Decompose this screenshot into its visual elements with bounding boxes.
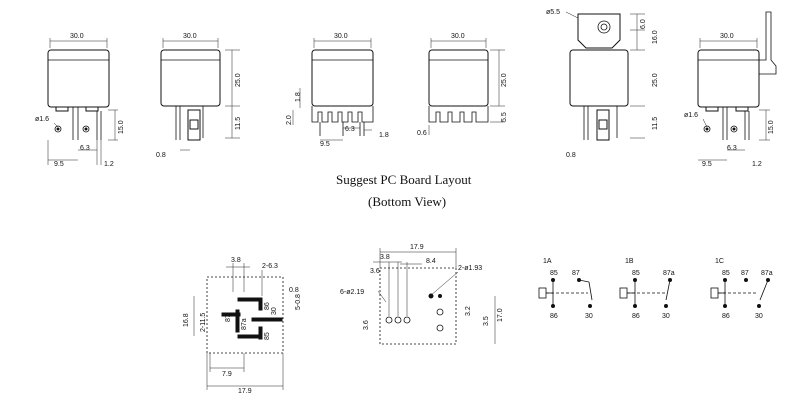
svg-text:15.0: 15.0 — [768, 120, 775, 134]
svg-text:87: 87 — [741, 270, 749, 277]
svg-text:1C: 1C — [715, 258, 724, 265]
svg-text:86: 86 — [632, 313, 640, 320]
svg-text:9.5: 9.5 — [702, 161, 712, 168]
svg-text:2-6.3: 2-6.3 — [262, 263, 278, 270]
svg-text:87: 87 — [572, 270, 580, 277]
view-side-2: 30.0 25.0 11.5 0.8 — [156, 33, 242, 159]
svg-text:11.5: 11.5 — [235, 117, 242, 130]
svg-text:0.8: 0.8 — [156, 152, 166, 159]
schematic-1c: 1C 85 87 87a 86 30 — [710, 258, 773, 320]
svg-text:30: 30 — [585, 313, 593, 320]
svg-text:6.3: 6.3 — [80, 145, 90, 152]
svg-text:30.0: 30.0 — [70, 33, 84, 40]
svg-text:0.8: 0.8 — [289, 287, 299, 294]
svg-text:7.9: 7.9 — [222, 371, 232, 378]
svg-text:87a: 87a — [761, 270, 773, 277]
svg-text:6-ø2.19: 6-ø2.19 — [340, 289, 364, 296]
svg-text:3.8: 3.8 — [380, 254, 390, 261]
svg-text:3.6: 3.6 — [370, 268, 380, 275]
svg-text:15.0: 15.0 — [118, 120, 125, 134]
svg-text:17.9: 17.9 — [410, 244, 424, 251]
svg-text:16.0: 16.0 — [652, 30, 659, 44]
svg-text:85: 85 — [632, 270, 640, 277]
schematic-1b: 1B 85 87a 86 30 — [619, 258, 675, 320]
svg-text:86: 86 — [550, 313, 558, 320]
svg-text:30.0: 30.0 — [183, 33, 197, 40]
svg-text:3.5: 3.5 — [483, 316, 490, 326]
svg-text:0.8: 0.8 — [566, 152, 576, 159]
svg-text:30.0: 30.0 — [451, 33, 465, 40]
svg-text:0.6: 0.6 — [417, 130, 427, 137]
svg-text:1.2: 1.2 — [752, 161, 762, 168]
view-front-6: 30.0 ø1.6 15.0 9.5 6.3 1.2 — [684, 11, 777, 168]
svg-text:6.3: 6.3 — [727, 145, 737, 152]
svg-text:3.6: 3.6 — [363, 320, 370, 330]
svg-text:5-0.8: 5-0.8 — [295, 294, 302, 310]
svg-text:30: 30 — [755, 313, 763, 320]
svg-text:17.0: 17.0 — [497, 308, 504, 322]
schematic-1a: 1A 85 87 86 30 — [538, 258, 593, 320]
svg-text:30.0: 30.0 — [334, 33, 348, 40]
svg-text:30: 30 — [662, 313, 670, 320]
svg-text:25.0: 25.0 — [235, 73, 242, 87]
svg-text:9.5: 9.5 — [320, 141, 330, 148]
svg-text:3.2: 3.2 — [465, 306, 472, 316]
svg-text:25.0: 25.0 — [501, 73, 508, 87]
svg-text:86: 86 — [264, 302, 271, 310]
svg-text:30.0: 30.0 — [720, 33, 734, 40]
layout-title: Suggest PC Board Layout — [336, 172, 472, 187]
svg-text:87a: 87a — [241, 318, 248, 330]
svg-text:2-11.5: 2-11.5 — [200, 313, 207, 332]
pcb-layout-blades: 3.8 2-6.3 0.8 5-0.8 16.8 2-11.5 87 87a 8… — [183, 257, 302, 395]
svg-text:ø1.6: ø1.6 — [684, 112, 698, 119]
svg-text:25.0: 25.0 — [652, 73, 659, 87]
svg-text:86: 86 — [722, 313, 730, 320]
svg-text:8.4: 8.4 — [426, 258, 436, 265]
svg-text:9.5: 9.5 — [54, 161, 64, 168]
svg-text:6.3: 6.3 — [345, 126, 355, 133]
svg-text:87: 87 — [225, 314, 232, 322]
svg-text:1A: 1A — [543, 258, 552, 265]
view-side-4: 30.0 25.0 5.5 0.6 — [417, 33, 508, 137]
svg-text:ø5.5: ø5.5 — [546, 9, 560, 16]
svg-text:5.5: 5.5 — [501, 112, 508, 122]
svg-text:2.0: 2.0 — [286, 115, 293, 125]
svg-text:85: 85 — [550, 270, 558, 277]
svg-text:3.8: 3.8 — [231, 257, 241, 264]
view-front-3: 30.0 1.8 2.0 9.5 6.3 1.8 — [286, 33, 389, 148]
svg-text:85: 85 — [722, 270, 730, 277]
svg-text:16.8: 16.8 — [183, 313, 190, 327]
svg-text:85: 85 — [264, 332, 271, 340]
svg-text:1.8: 1.8 — [295, 92, 302, 102]
svg-text:1.2: 1.2 — [104, 161, 114, 168]
svg-text:30: 30 — [271, 307, 278, 315]
svg-text:87a: 87a — [663, 270, 675, 277]
svg-text:2-ø1.93: 2-ø1.93 — [458, 265, 482, 272]
svg-text:17.9: 17.9 — [238, 388, 252, 395]
pcb-layout-holes: 17.9 3.8 8.4 3.6 2-ø1.93 6-ø2.19 3.6 3.2… — [340, 244, 504, 345]
svg-text:6.0: 6.0 — [640, 19, 647, 29]
svg-text:1B: 1B — [625, 258, 634, 265]
view-front-1: 30.0 ø1.6 15.0 9.5 6.3 1.2 — [35, 33, 125, 168]
svg-text:ø1.6: ø1.6 — [35, 116, 49, 123]
svg-text:1.8: 1.8 — [379, 132, 389, 139]
view-subtitle: (Bottom View) — [368, 194, 447, 209]
view-bracket-5: ø5.5 6.0 16.0 25.0 11.5 0.8 — [546, 9, 659, 159]
svg-text:11.5: 11.5 — [652, 117, 659, 130]
